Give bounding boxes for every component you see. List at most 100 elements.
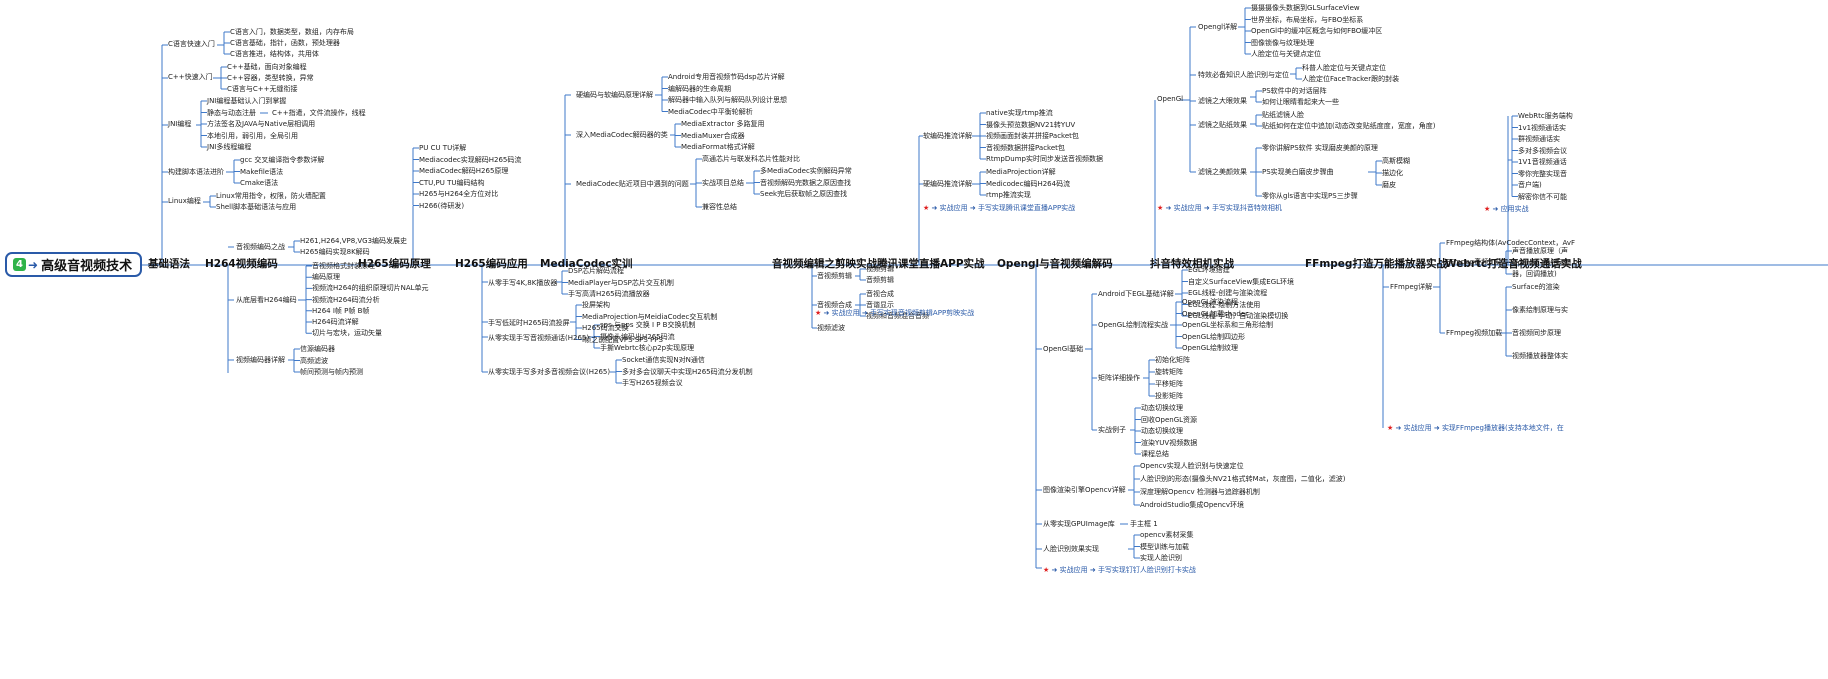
list-item[interactable]: 信源编码器 [300, 345, 335, 353]
list-item[interactable]: H265码流交换 [582, 324, 629, 332]
list-item[interactable]: MediaCodec中平衡轮解析 [668, 107, 753, 116]
gpuimage-sub[interactable]: 手主框 1 [1130, 520, 1158, 528]
jni-subitem[interactable]: C++指遣，文件流操作，线程 [272, 109, 366, 117]
list-item[interactable]: 多对多视频会议 [1518, 146, 1567, 155]
list-item[interactable]: 编码原理 [312, 273, 340, 282]
list-item[interactable]: Makefile语法 [240, 167, 284, 176]
branch-gl-flow[interactable]: OpenGL绘制流程实战 [1098, 321, 1169, 329]
branch-ffmpeg-struct[interactable]: FFmpeg结构体(AvCodecContext，AvF [1446, 239, 1576, 247]
list-item[interactable]: opencv素材采集 [1140, 531, 1194, 539]
list-item[interactable]: EGL线程-绘制方法使用 [1188, 300, 1261, 309]
list-item[interactable]: MediaCodec解码H265原理 [419, 167, 509, 175]
list-item[interactable]: 方法签名及JAVA与Native层相调用 [207, 120, 316, 128]
list-item[interactable]: H265与H264全方位对比 [419, 190, 499, 198]
list-item[interactable]: C++容器，类型转换，异常 [227, 74, 314, 82]
list-item[interactable]: MediaMuxer合成器 [681, 131, 745, 140]
list-item[interactable]: OpenGl中的缓冲区概念与如何FBO缓冲区 [1251, 27, 1383, 35]
list-item[interactable]: 高斯模糊 [1382, 157, 1410, 165]
branch-matrix[interactable]: 矩阵详细操作 [1098, 374, 1140, 382]
branch-deep[interactable]: 深入MediaCodec解码器的类 [576, 131, 668, 139]
branch-soft-push[interactable]: 软编码推流详解 [923, 132, 972, 140]
branch-linux[interactable]: Linux编程 [168, 197, 201, 205]
list-item[interactable]: CTU,PU TU编码结构 [419, 178, 485, 187]
list-item[interactable]: 如何让眼睛看起来大一些 [1262, 98, 1339, 106]
list-item[interactable]: 旋转矩阵 [1155, 368, 1183, 376]
list-item[interactable]: 1v1视频通话实 [1518, 123, 1567, 132]
list-item[interactable]: C语言基础，指针，函数，预处理器 [230, 39, 340, 47]
main-node-1[interactable]: H264视频编码 [205, 258, 278, 270]
list-item[interactable]: H261,H264,VP8,VG3编码发展史 [300, 237, 408, 245]
main-node-6[interactable]: 腾讯课堂直播APP实战 [877, 258, 985, 270]
list-item[interactable]: 视频播放器整体实 [1512, 352, 1568, 360]
list-item[interactable]: 动态切换纹理 [1141, 404, 1183, 412]
main-node-7[interactable]: Opengl与音视频编解码 [997, 258, 1113, 270]
branch-sticker[interactable]: 滤镜之贴纸效果 [1198, 121, 1247, 129]
list-item[interactable]: 像素绘制原理与实 [1512, 306, 1568, 314]
list-item[interactable]: 视频流H264码流分析 [312, 295, 380, 304]
list-item[interactable]: 音视频数据拼接Packet包 [986, 143, 1065, 152]
list-item[interactable]: 高通芯片与联发科芯片性能对比 [702, 155, 800, 163]
list-item[interactable]: 兼容性总结 [702, 203, 737, 211]
list-item[interactable]: EGL环境搭建 [1188, 266, 1230, 274]
list-item[interactable]: EGL线程-创建与渲染流程 [1188, 289, 1268, 297]
branch-face-effect[interactable]: 人脸识别效果实现 [1043, 545, 1099, 553]
list-item[interactable]: C语言入门，数据类型，数组，内存布局 [230, 28, 354, 36]
link-tencent[interactable]: ★ ➜ 实战应用 ➜ 手写实现腾讯课堂直播APP实战 [923, 204, 1075, 213]
list-item[interactable]: Android专用音视频节码dsp芯片详解 [668, 73, 785, 81]
list-item[interactable]: 动态切换纹理 [1141, 427, 1183, 435]
list-item[interactable]: 视频剪辑 [866, 265, 894, 273]
list-item[interactable]: gcc 交叉编译指令参数详解 [240, 156, 325, 164]
list-item[interactable]: MediaFormat格式详解 [681, 143, 755, 151]
branch-ffmpeg-video[interactable]: FFmpeg视频加载 [1446, 329, 1503, 337]
list-item[interactable]: RtmpDump实时同步发送音视频数据 [986, 155, 1103, 163]
list-item[interactable]: MediaProjection与MeidiaCodec交互机制 [582, 312, 718, 321]
link-face[interactable]: ★ ➜ 实战应用 ➜ 手写实现钉钉人脸识别打卡实战 [1043, 566, 1196, 575]
list-item[interactable]: H265编码实现8K解码 [300, 248, 370, 256]
list-item[interactable]: JNI编程基础认入门到掌握 [207, 97, 287, 105]
branch-opencv[interactable]: 图像渲染引擎Opencv详解 [1043, 486, 1126, 494]
branch-big-eye[interactable]: 滤镜之大眼效果 [1198, 97, 1247, 105]
branch-av-edit[interactable]: 音视频剪辑 [817, 272, 852, 280]
list-item[interactable]: 音频剪辑 [866, 276, 894, 284]
list-item[interactable]: 初始化矩阵 [1155, 356, 1190, 364]
branch-history[interactable]: 音视频编码之战 [236, 243, 285, 251]
list-item[interactable]: Linux常用指令，权限，防火墙配置 [216, 192, 326, 200]
main-node-2[interactable]: H265编码原理 [358, 258, 431, 270]
list-item[interactable]: I帧之前配置VPS SPS PPS [582, 335, 663, 344]
branch-face-locate[interactable]: 特效必备知识人脸识别与定位 [1198, 71, 1289, 79]
branch-meeting[interactable]: 从零实现手写多对多音视频会议(H265) [488, 368, 611, 376]
list-item[interactable]: 音视频解码完数据之原因查找 [760, 178, 851, 187]
list-item[interactable]: 贴纸如何在定位中追加(动态改变贴纸度度，宽度，角度) [1262, 122, 1436, 130]
list-item[interactable]: 零你讲解PS软件 实现磨皮美颜的原理 [1262, 144, 1378, 152]
list-item[interactable]: native实现rtmp推流 [986, 109, 1053, 117]
list-item[interactable]: WebRtc服务端构 [1518, 112, 1573, 120]
branch-analysis[interactable]: 从底层看H264编码 [236, 296, 297, 304]
link-text[interactable]: 手写实现抖音特效相机 [1211, 204, 1282, 212]
list-item[interactable]: PS软件中的对话层阵 [1262, 87, 1327, 95]
list-item[interactable]: 手写H265视频会议 [622, 379, 683, 387]
main-node-8[interactable]: 抖音特效相机实战 [1150, 258, 1234, 270]
branch-hard-push[interactable]: 硬编码推流详解 [923, 180, 972, 188]
list-item[interactable]: OpenGL绘制四边形 [1182, 332, 1246, 341]
list-item[interactable]: Surface的渲染 [1512, 283, 1560, 291]
branch-project[interactable]: MediaCodec贴近项目中遇到的问题 [576, 180, 689, 188]
list-item[interactable]: 自定义SurfaceView集成EGL环境 [1188, 277, 1295, 286]
list-item[interactable]: 投影矩阵 [1155, 392, 1183, 400]
branch-screen[interactable]: 手写低延时H265码流投屏 [488, 319, 570, 327]
list-item[interactable]: Shell脚本基础语法与应用 [216, 203, 297, 211]
list-item[interactable]: H264码流详解 [312, 318, 359, 326]
list-item[interactable]: 人脸定位与关键点定位 [1251, 50, 1321, 58]
branch-cpp-intro[interactable]: C++快速入门 [168, 73, 213, 81]
list-item[interactable]: H264 I帧 P帧 B帧 [312, 306, 370, 315]
list-item[interactable]: 解密你信不可能 [1518, 192, 1567, 201]
main-node-4[interactable]: MediaCodec实训 [540, 258, 633, 270]
list-item[interactable]: 手写高清H265码流播放器 [568, 290, 650, 298]
list-item[interactable]: 群视频通话实 [1518, 135, 1560, 143]
list-item[interactable]: 模型训练与加载 [1140, 542, 1189, 551]
list-item[interactable]: C语言与C++无缝衔接 [227, 85, 298, 93]
list-item[interactable]: 摄像头编码出H265码流 [600, 332, 675, 341]
main-node-9[interactable]: FFmpeg打造万能播放器实战 [1305, 258, 1447, 270]
list-item[interactable]: C++基础，面向对象编程 [227, 63, 307, 71]
list-item[interactable]: 图像锁像与纹理处理 [1251, 38, 1314, 47]
root-node[interactable]: 4 ➜ 高级音视频技术 [5, 252, 143, 277]
